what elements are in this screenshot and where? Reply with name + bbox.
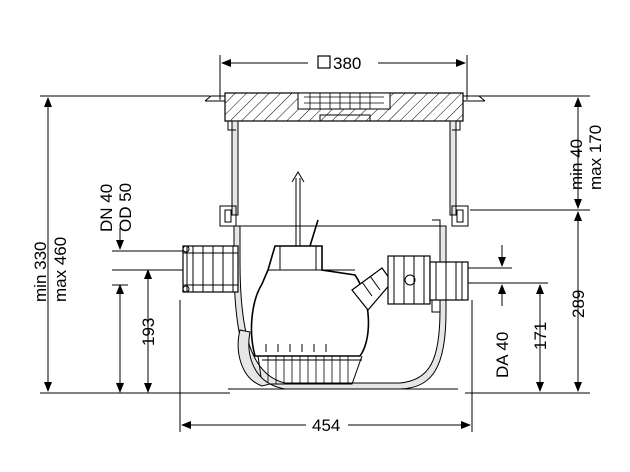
cover-grating	[204, 92, 486, 122]
dim-upper-adjust: min 40 max 170	[470, 95, 605, 211]
dim-height-max-label: max 460	[51, 237, 70, 302]
dim-outlet-height: 289	[465, 211, 590, 394]
dim-total-width: 454	[179, 300, 473, 435]
dim-cover-width-label: 380	[333, 54, 361, 73]
inlet-pipe	[182, 245, 239, 293]
dim-upper-max-label: max 170	[586, 125, 605, 190]
dim-pressure-outlet-size: DA 40	[468, 245, 548, 378]
dim-inlet-size: DN 40 OD 50	[97, 183, 183, 252]
dim-cover-width: 380	[219, 54, 468, 100]
dim-height-min-label: min 330	[31, 242, 50, 302]
dim-overall-height: min 330 max 460	[31, 95, 230, 394]
dim-outlet-height-label: 289	[569, 290, 588, 318]
pressure-outlet	[387, 219, 469, 313]
dim-inlet-height-label: 193	[139, 318, 158, 346]
clamp-rings	[219, 205, 469, 227]
dim-pressure-outlet-height: 171	[531, 284, 550, 392]
dim-inlet-height: 193	[112, 269, 183, 393]
dim-total-width-label: 454	[312, 416, 340, 435]
square-symbol-icon	[317, 55, 331, 69]
upper-frame	[227, 120, 461, 216]
dim-upper-min-label: min 40	[567, 139, 586, 190]
pump	[237, 171, 393, 387]
dim-inlet-od-label: OD 50	[116, 183, 135, 232]
dim-pressure-height-label: 171	[531, 322, 550, 350]
dim-inlet-dn-label: DN 40	[97, 184, 116, 232]
dim-pressure-da-label: DA 40	[493, 332, 512, 378]
